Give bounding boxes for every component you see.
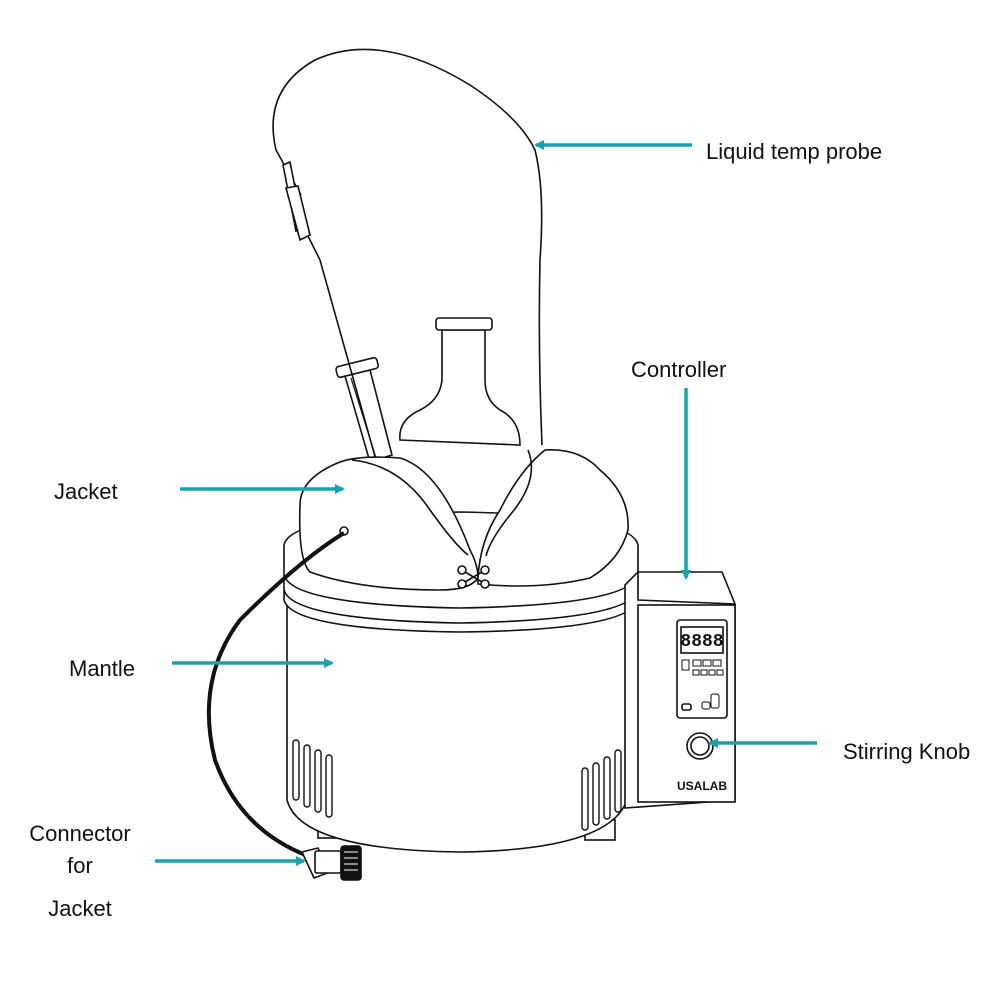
flask-side-neck [343,369,393,464]
label-connector-line1: Connector [29,821,131,846]
label-connector-line2: for [67,853,93,878]
controller-box [624,571,736,809]
vents-left [292,739,333,818]
label-jacket: Jacket [54,479,118,504]
panel-buttons [681,659,724,710]
jacket-right-half [477,449,629,587]
label-liquid-temp-probe: Liquid temp probe [706,139,883,164]
label-mantle: Mantle [69,656,136,681]
power-switch [681,703,692,711]
jacket-cable [206,531,346,858]
label-connector-line3: Jacket [48,896,112,921]
jacket-connector [300,845,362,881]
jacket-left-half [298,456,479,591]
mantle-rim-groove-2 [283,589,639,624]
brand-label: USALAB [677,779,727,793]
flask-side-neck-lip [335,356,379,379]
vents-right [581,749,622,831]
controller-display-digits: 8888 [680,632,723,652]
jacket-clasp [457,565,490,589]
mantle-rim-groove [283,574,639,609]
display-window [680,626,724,654]
label-controller: Controller [631,357,727,382]
label-stirring-knob: Stirring Knob [843,739,971,764]
flask-center-neck-lip [435,317,493,331]
reaction-flask [335,317,521,464]
callout-arrows [155,140,817,866]
mantle-cylinder [286,599,628,853]
liquid-temp-probe [272,48,543,461]
